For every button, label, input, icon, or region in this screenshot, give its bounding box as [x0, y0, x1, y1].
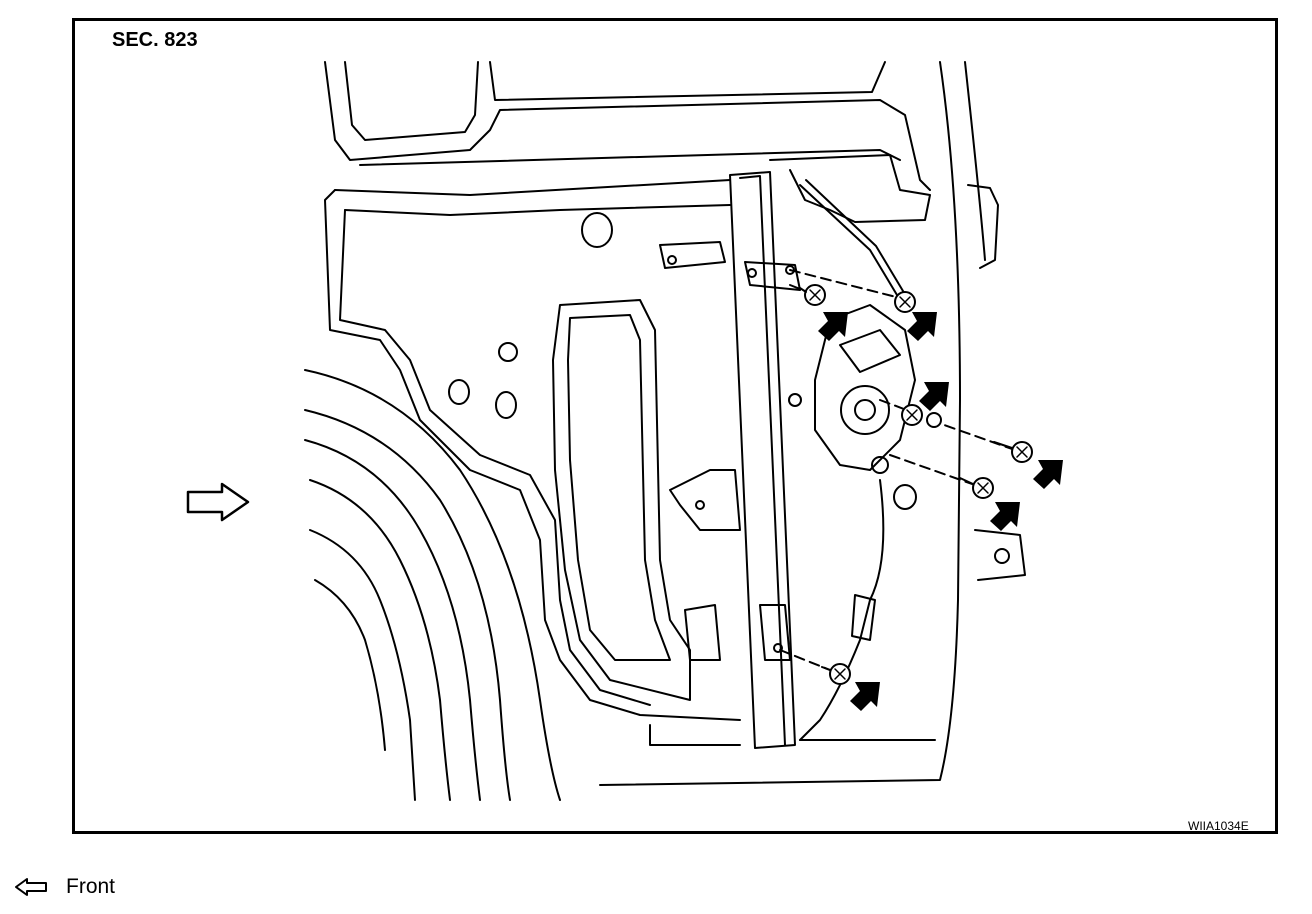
diagram-frame [72, 18, 1278, 834]
arrow-marker-5 [990, 502, 1020, 531]
arrow-marker-4 [1033, 460, 1063, 489]
front-direction-arrow-icon [186, 482, 250, 522]
legend: Front [14, 872, 115, 902]
arrow-marker-6 [850, 682, 880, 711]
legend-label: Front [66, 875, 116, 898]
section-label: SEC. 823 [112, 29, 198, 51]
front-arrow-icon [15, 878, 47, 896]
arrow-marker-1 [818, 312, 848, 341]
arrow-marker-3 [919, 382, 949, 411]
arrow-marker-2 [907, 312, 937, 341]
figure-code: WIIA1034E [1188, 819, 1249, 833]
